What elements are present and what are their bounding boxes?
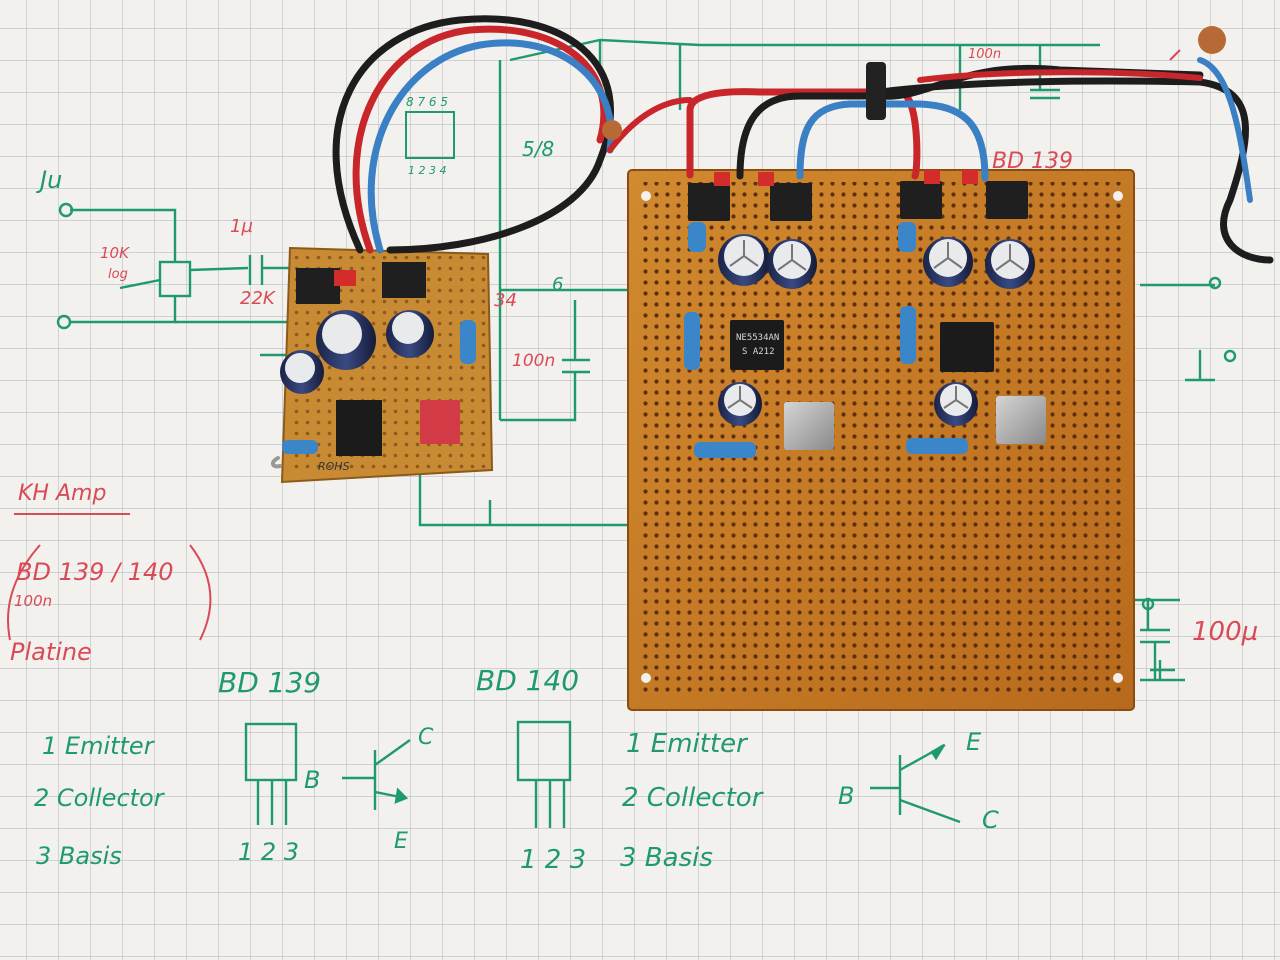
- note-right-pin1: 1 Emitter: [626, 729, 749, 759]
- note-left-e: E: [394, 829, 408, 854]
- wires: [271, 15, 1274, 469]
- note-bd-pair: BD 139 / 140: [16, 558, 174, 586]
- copper-wire-end-left: [602, 120, 622, 140]
- note-left-pin2: 2 Collector: [34, 784, 166, 812]
- op-amp-chips: NE5534AN S A212: [336, 320, 994, 456]
- note-right-c: C: [982, 806, 999, 834]
- note-right-b: B: [838, 782, 854, 810]
- note-cap-1u: 1µ: [230, 216, 253, 237]
- note-hp-amp: KH Amp: [18, 481, 106, 506]
- note-cap-100n-top: 100n: [968, 47, 1001, 62]
- note-res-22k: 22K: [240, 288, 276, 309]
- note-right-e: E: [966, 728, 982, 756]
- note-pin-6: 6: [552, 274, 563, 295]
- note-ic-pins-top: 8 7 6 5: [406, 95, 448, 109]
- note-left-pin3: 3 Basis: [36, 842, 122, 870]
- small-board-print: ROHS: [318, 460, 350, 473]
- main-perfboard: [627, 169, 1135, 711]
- resistors: [282, 222, 968, 458]
- note-pin-58: 5/8: [522, 137, 554, 161]
- note-left-pin1: 1 Emitter: [42, 732, 156, 760]
- note-left-pin-numbers: 1 2 3: [238, 838, 299, 866]
- note-platine: Platine: [10, 638, 92, 666]
- note-input-label: Ju: [36, 166, 62, 194]
- note-right-pin-numbers: 1 2 3: [520, 845, 586, 875]
- note-right-pin2: 2 Collector: [622, 783, 765, 813]
- power-transistors: [296, 170, 1028, 304]
- note-pot-label2: log: [108, 267, 128, 282]
- cable-tie: [866, 62, 886, 120]
- note-pot-label: 10K: [100, 244, 130, 262]
- chip-marking-2: S A212: [742, 347, 775, 357]
- note-100n: 100n: [14, 592, 52, 610]
- electrolytic-capacitors: [280, 234, 1035, 426]
- note-bd139-heading: BD 139: [218, 666, 321, 699]
- note-bd140-heading: BD 140: [476, 664, 579, 697]
- note-left-b: B: [304, 766, 320, 794]
- note-ic-sketch: [405, 111, 455, 159]
- note-cap-100n: 100n: [512, 351, 555, 371]
- note-left-c: C: [418, 725, 434, 750]
- note-right-pin3: 3 Basis: [620, 843, 713, 873]
- handwritten-notes: Ju 1µ 10K log 22K 8 7 6 5 1 2 3 4 5/8 34…: [10, 47, 1258, 875]
- note-ic-pins-bottom: 1 2 3 4: [408, 164, 446, 177]
- note-pin-34: 34: [494, 290, 517, 311]
- film-capacitors: [420, 396, 1046, 450]
- note-cap-100u: 100µ: [1192, 617, 1258, 647]
- copper-wire-ends: [1198, 26, 1226, 54]
- chip-marking-1: NE5534AN: [736, 333, 779, 343]
- red-ink-lines: [7, 49, 1181, 641]
